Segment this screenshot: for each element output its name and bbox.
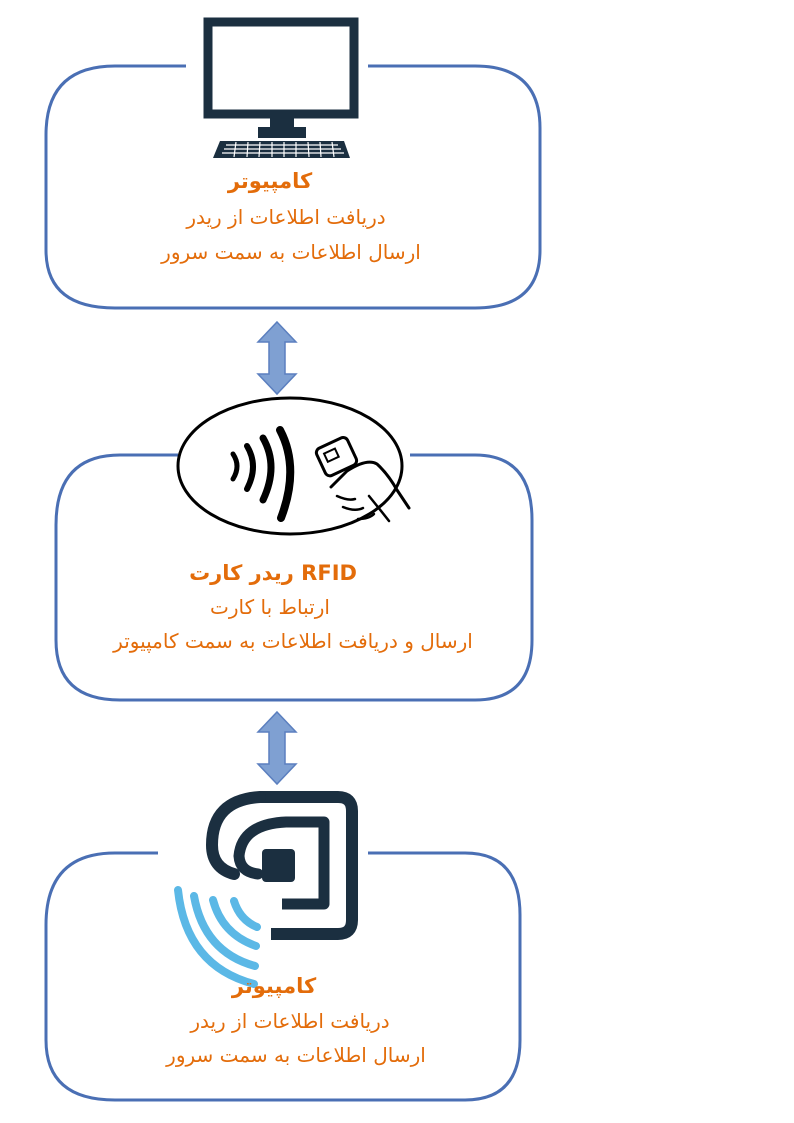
desktop-computer-icon bbox=[203, 17, 359, 158]
tag-box bbox=[44, 851, 522, 1102]
computer-box bbox=[44, 64, 542, 310]
double-arrow-bottom bbox=[256, 710, 298, 786]
reader-box bbox=[54, 453, 534, 702]
tag-title: کامپیوتر bbox=[231, 974, 317, 998]
reader-line-2: ارسال و دریافت اطلاعات به سمت کامپیوتر bbox=[113, 629, 473, 653]
computer-line-1: دریافت اطلاعات از ریدر bbox=[186, 205, 386, 229]
tag-line-2: ارسال اطلاعات به سمت سرور bbox=[166, 1043, 426, 1067]
tag-line-1: دریافت اطلاعات از ریدر bbox=[190, 1009, 390, 1033]
double-arrow-top bbox=[256, 320, 298, 396]
computer-title: کامپیوتر bbox=[227, 169, 313, 193]
contactless-card-reader-icon bbox=[176, 396, 411, 536]
rfid-tag-icon bbox=[174, 791, 358, 988]
reader-line-1: ارتباط با کارت bbox=[210, 595, 330, 619]
reader-title: RFID ریدر کارت bbox=[189, 561, 357, 585]
computer-line-2: ارسال اطلاعات به سمت سرور bbox=[161, 240, 421, 264]
